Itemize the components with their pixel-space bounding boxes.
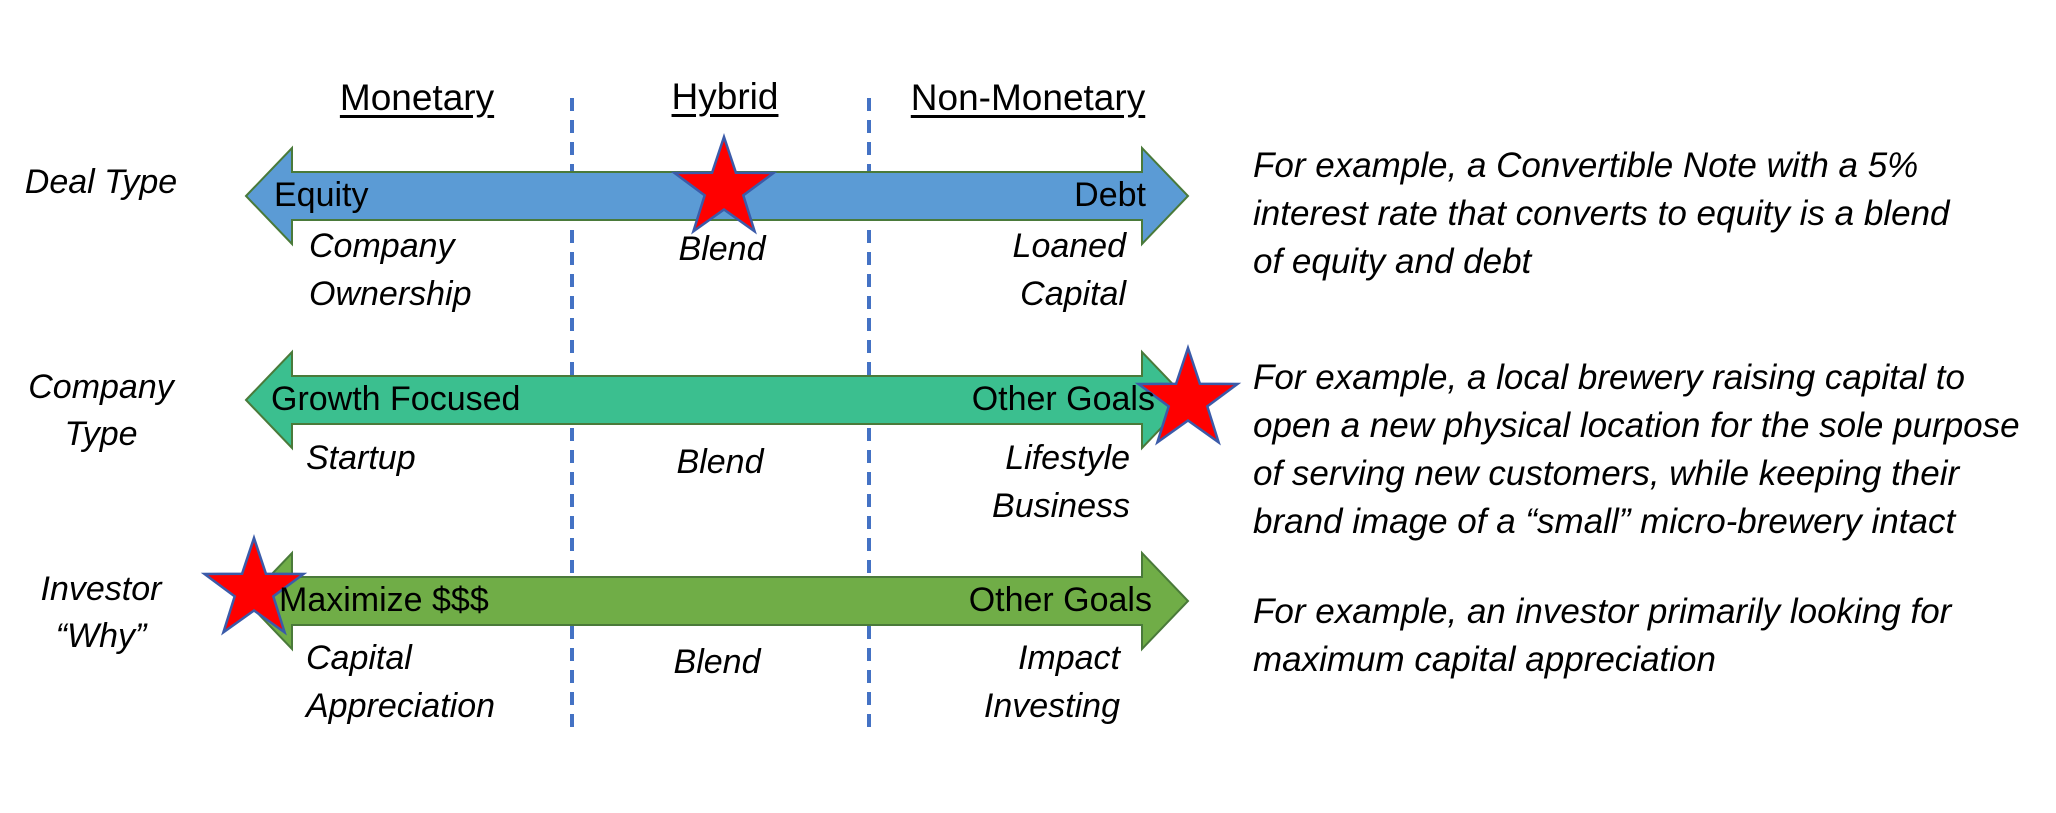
arrow-label-other-goals: Other Goals: [971, 380, 1155, 418]
star-icon: [670, 133, 778, 235]
example-text-investor-why: For example, an investor primarily looki…: [1253, 592, 1952, 679]
column-header-hybrid: Hybrid: [671, 76, 779, 117]
row-label-company-type: Company Type: [28, 368, 174, 453]
arrow-label-maximize: Maximize $$$: [279, 581, 489, 619]
sub-label-blend: Blend: [678, 230, 766, 268]
arrow-label-other-goals: Other Goals: [968, 581, 1152, 619]
arrow-label-debt: Debt: [1074, 176, 1146, 214]
arrow-label-equity: Equity: [274, 176, 369, 214]
row-label-deal-type: Deal Type: [24, 163, 178, 201]
investor-why-arrow: [244, 550, 1190, 652]
column-header-monetary: Monetary: [339, 77, 495, 118]
sub-label-company-ownership: Company Ownership: [309, 227, 472, 313]
row-label-investor-why: Investor “Why”: [40, 570, 162, 655]
sub-label-blend: Blend: [673, 643, 761, 681]
sub-label-lifestyle-business: Lifestyle Business: [992, 439, 1130, 525]
example-text-company-type: For example, a local brewery raising cap…: [1253, 358, 2020, 541]
sub-label-startup: Startup: [306, 439, 416, 477]
example-text-deal-type: For example, a Convertible Note with a 5…: [1253, 146, 1950, 281]
sub-label-blend: Blend: [676, 443, 764, 481]
column-header-non-monetary: Non-Monetary: [910, 77, 1146, 118]
star-icon: [1134, 344, 1242, 446]
star-icon: [200, 534, 308, 636]
sub-label-loaned-capital: Loaned Capital: [1012, 227, 1126, 313]
arrow-label-growth-focused: Growth Focused: [271, 380, 521, 418]
sub-label-capital-appreciation: Capital Appreciation: [306, 639, 496, 725]
sub-label-impact-investing: Impact Investing: [983, 639, 1120, 725]
